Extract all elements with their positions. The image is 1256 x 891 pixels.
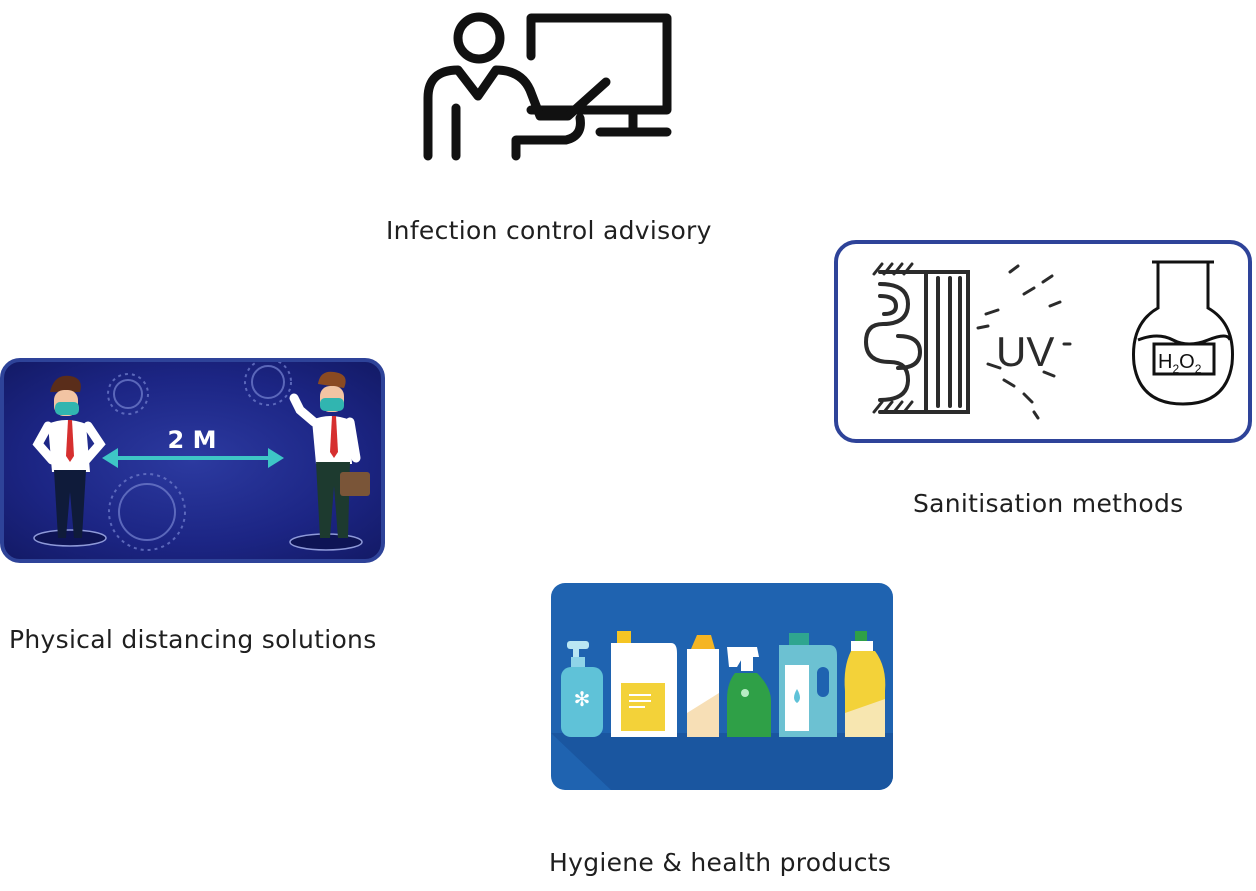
distancing-caption: Physical distancing solutions bbox=[9, 625, 377, 654]
bleach-bottle bbox=[687, 635, 719, 737]
sanitisation-card: UV H2O2 bbox=[834, 240, 1252, 443]
hygiene-caption: Hygiene & health products bbox=[549, 848, 892, 877]
detergent-bottle bbox=[779, 633, 837, 737]
pump-bottle: ✻ bbox=[561, 641, 603, 737]
uv-h2o2-icon: UV H2O2 bbox=[863, 260, 1234, 420]
jerry-can bbox=[611, 631, 677, 737]
person-right bbox=[289, 371, 370, 538]
cleaning-bottles-illustration: ✻ bbox=[551, 631, 893, 790]
person-left bbox=[32, 375, 106, 538]
advisory-caption: Infection control advisory bbox=[386, 216, 712, 245]
uv-label: UV bbox=[996, 328, 1054, 375]
hygiene-card: ✻ bbox=[551, 583, 893, 790]
sanitisation-caption: Sanitisation methods bbox=[913, 489, 1184, 518]
dish-soap-bottle bbox=[844, 631, 886, 737]
distance-label: 2 M bbox=[168, 426, 217, 454]
distancing-illustration: 2 M bbox=[32, 362, 370, 551]
distancing-card: 2 M bbox=[0, 358, 385, 563]
presenter-screen-icon bbox=[418, 6, 680, 166]
svg-text:H2O2: H2O2 bbox=[1158, 351, 1202, 376]
spray-bottle bbox=[727, 647, 771, 737]
svg-text:✻: ✻ bbox=[574, 689, 591, 711]
